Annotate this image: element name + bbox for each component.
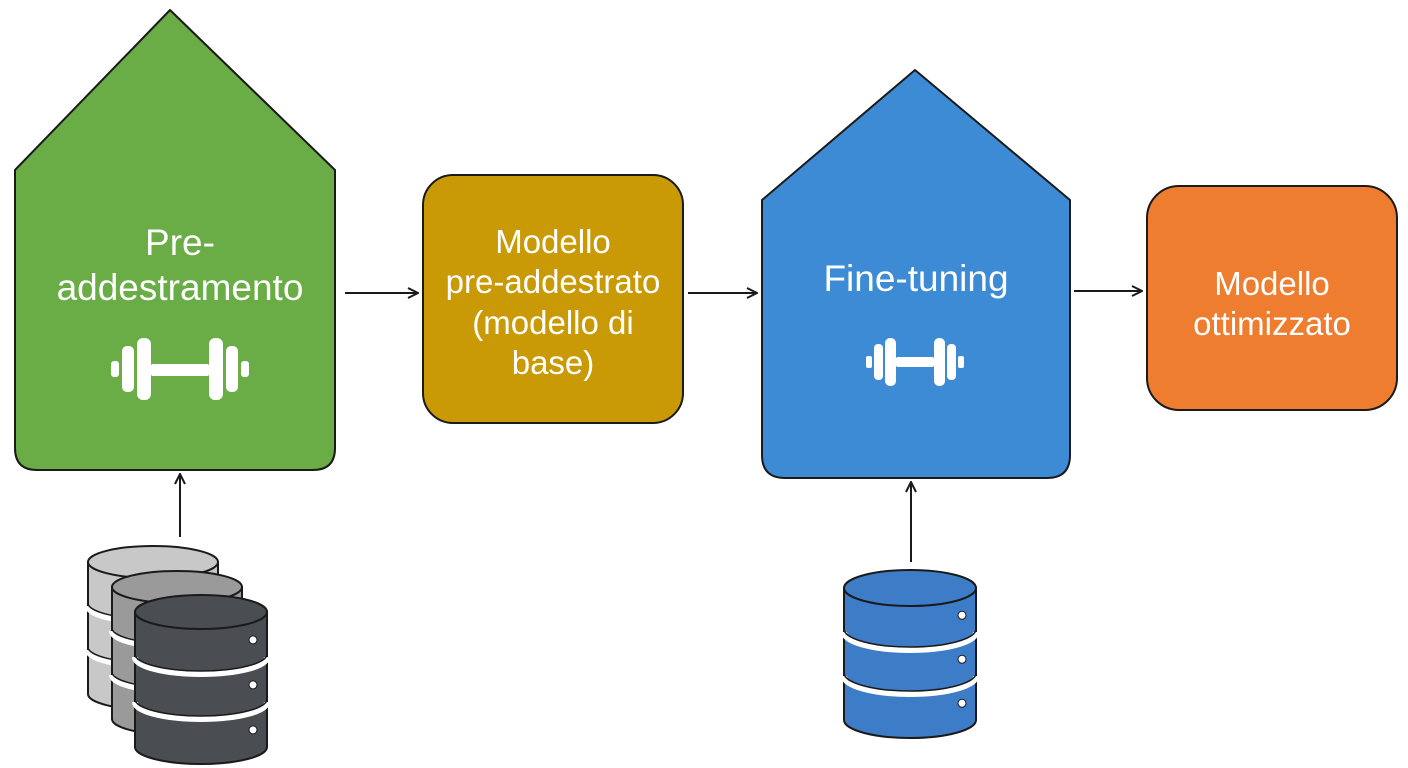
pretraining-label: Pre- addestramento — [15, 220, 345, 310]
database-cylinder — [132, 594, 270, 765]
base-model-label-line: Modello — [495, 223, 611, 260]
finetuning-label-line: Fine-tuning — [823, 258, 1009, 299]
database-stack-icon — [85, 545, 270, 765]
base-model-node-shape — [422, 174, 684, 424]
pretraining-label-line: addestramento — [56, 267, 304, 309]
base-model-label: Modello pre-addestrato (modello di base) — [423, 222, 683, 383]
pretraining-label-line: Pre- — [145, 222, 215, 263]
base-model-label-line: base) — [511, 343, 595, 381]
optimized-model-label-line: ottimizzato — [1193, 305, 1351, 343]
dumbbell-icon — [111, 338, 249, 400]
optimized-model-label-line: Modello — [1214, 265, 1330, 302]
database-cylinder — [841, 569, 979, 739]
base-model-label-line: (modello di — [472, 303, 634, 341]
pretraining-node-shape — [14, 9, 336, 471]
optimized-model-node-shape — [1146, 185, 1398, 411]
base-model-label-line: pre-addestrato — [445, 263, 661, 301]
finetuning-label: Fine-tuning — [762, 256, 1070, 301]
dumbbell-icon — [866, 338, 964, 386]
database-icon — [841, 569, 979, 739]
finetuning-node-shape — [761, 69, 1071, 479]
optimized-model-label: Modello ottimizzato — [1147, 264, 1397, 345]
